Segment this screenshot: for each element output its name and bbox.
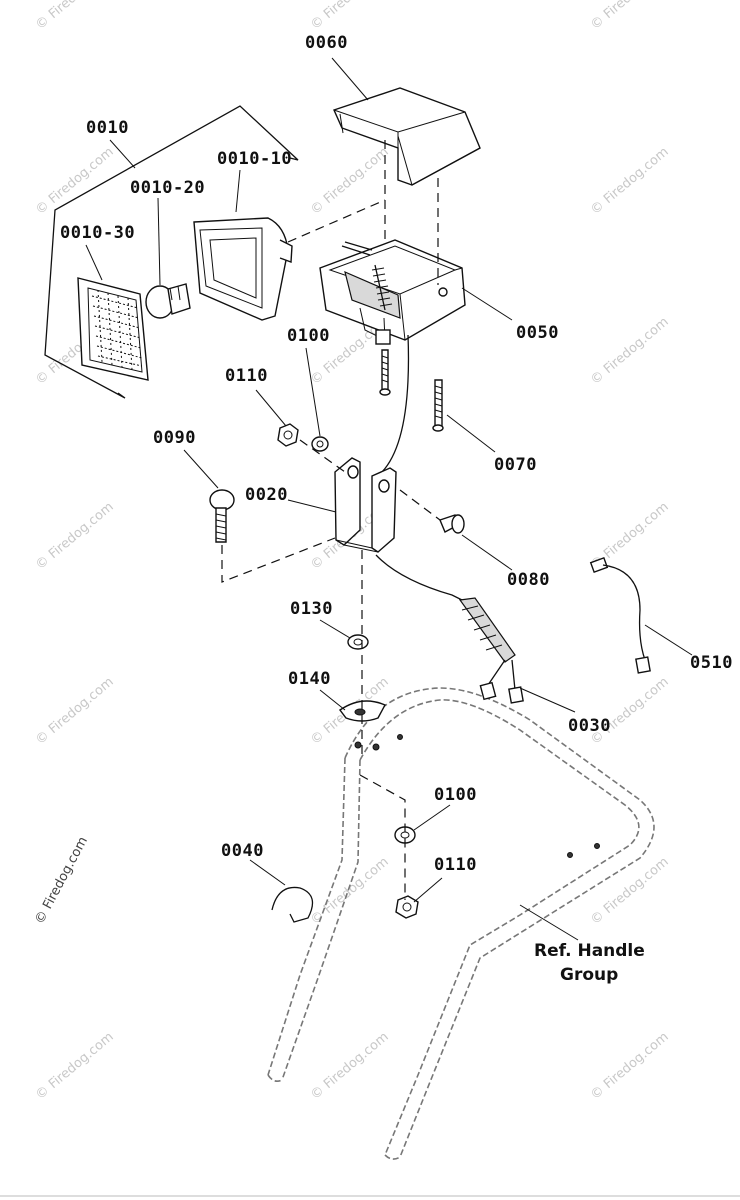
watermark: © Firedog.com bbox=[33, 144, 117, 218]
watermark: © Firedog.com bbox=[588, 0, 672, 33]
label-0070: 0070 bbox=[494, 455, 537, 475]
screw-0070 bbox=[432, 379, 444, 432]
part-labels: 0060 0010 0010-10 0010-20 0010-30 0050 0… bbox=[60, 33, 733, 985]
bolt-hole bbox=[594, 843, 600, 849]
label-0100-top: 0100 bbox=[287, 326, 330, 346]
label-0030: 0030 bbox=[568, 716, 611, 736]
label-0090: 0090 bbox=[153, 428, 196, 448]
label-0140: 0140 bbox=[288, 669, 331, 689]
bulb-0010-20 bbox=[145, 283, 191, 319]
label-0040: 0040 bbox=[221, 841, 264, 861]
label-0080: 0080 bbox=[507, 570, 550, 590]
label-0010: 0010 bbox=[86, 118, 129, 138]
wire-harness bbox=[375, 554, 469, 604]
label-0050: 0050 bbox=[516, 323, 559, 343]
watermark: © Firedog.com bbox=[33, 0, 117, 33]
ref-handle-label-line1: Ref. Handle bbox=[534, 941, 645, 961]
watermark: © Firedog.com bbox=[33, 1029, 117, 1103]
watermark: © Firedog.com bbox=[308, 0, 392, 33]
assembly-lines bbox=[221, 140, 441, 900]
side-watermark: © Firedog.com bbox=[32, 834, 91, 926]
watermark: © Firedog.com bbox=[588, 314, 672, 388]
watermark: © Firedog.com bbox=[308, 1029, 392, 1103]
lens-0010-30 bbox=[77, 277, 149, 381]
watermark: © Firedog.com bbox=[308, 144, 392, 218]
screw-under-housing bbox=[379, 349, 391, 396]
label-0510: 0510 bbox=[690, 653, 733, 673]
label-0010-30: 0010-30 bbox=[60, 223, 135, 243]
ref-handle-label-line2: Group bbox=[560, 965, 618, 985]
cover-0060 bbox=[333, 87, 481, 186]
watermark: © Firedog.com bbox=[588, 1029, 672, 1103]
label-0110-top: 0110 bbox=[225, 366, 268, 386]
bolt-hole bbox=[354, 741, 362, 749]
label-0010-10: 0010-10 bbox=[217, 149, 292, 169]
watermark: © Firedog.com bbox=[588, 854, 672, 928]
coiled-wire bbox=[341, 241, 393, 311]
bolt-hole bbox=[372, 743, 380, 751]
label-0060: 0060 bbox=[305, 33, 348, 53]
nut-0110-top bbox=[277, 423, 299, 447]
wire-0510 bbox=[589, 557, 651, 674]
bolt-0080 bbox=[439, 514, 465, 534]
watermark: © Firedog.com bbox=[33, 499, 117, 573]
mount-hole bbox=[438, 287, 448, 297]
nut-0110-bottom bbox=[395, 895, 419, 919]
label-0020: 0020 bbox=[245, 485, 288, 505]
washer-0100-top bbox=[311, 436, 329, 452]
label-0130: 0130 bbox=[290, 599, 333, 619]
lamp-housing-0010-10 bbox=[193, 217, 293, 321]
label-0110-bottom: 0110 bbox=[434, 855, 477, 875]
assembly-bracket bbox=[44, 105, 299, 399]
watermark: © Firedog.com bbox=[588, 144, 672, 218]
harness-0030 bbox=[458, 597, 524, 704]
wire-harness bbox=[381, 334, 410, 473]
label-0010-20: 0010-20 bbox=[130, 178, 205, 198]
bolt-hole bbox=[567, 852, 573, 858]
watermark-layer: © Firedog.com © Firedog.com © Firedog.co… bbox=[32, 0, 671, 1103]
bracket-0020 bbox=[334, 457, 397, 553]
watermark: © Firedog.com bbox=[33, 674, 117, 748]
bolt-hole bbox=[397, 734, 403, 740]
leader-lines bbox=[85, 57, 693, 941]
washer-0130 bbox=[347, 634, 369, 650]
housing-box-0050 bbox=[319, 239, 466, 345]
label-0100-bottom: 0100 bbox=[434, 785, 477, 805]
carriage-bolt-0090 bbox=[209, 489, 235, 543]
spacer-0140 bbox=[339, 700, 386, 722]
watermark: © Firedog.com bbox=[588, 674, 672, 748]
clip-0040 bbox=[271, 886, 314, 923]
